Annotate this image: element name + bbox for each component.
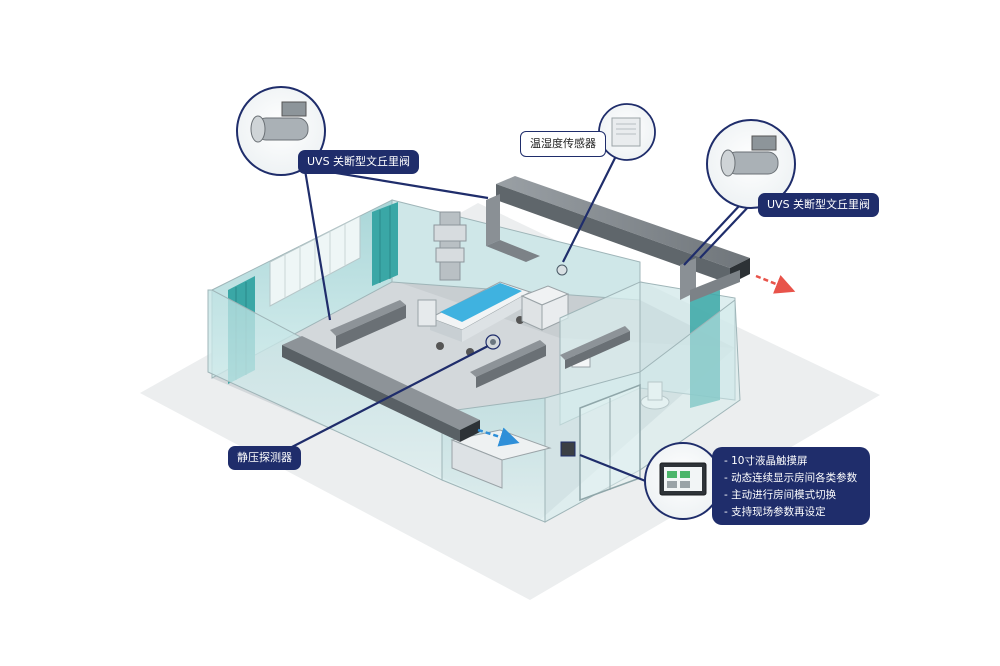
callout-lines <box>289 147 751 484</box>
valve-bubble-right <box>706 119 796 209</box>
touchscreen-bubble <box>644 442 722 520</box>
humidity-sensor-bubble <box>598 103 656 161</box>
feature-item: - 主动进行房间模式切换 <box>724 489 837 501</box>
feature-item: - 支持现场参数再设定 <box>724 506 826 518</box>
sensor-devices <box>485 264 576 457</box>
airflow-arrows <box>477 274 796 447</box>
bedside-cabinet <box>520 285 570 331</box>
valve-label-left: UVS 关断型文丘里阀 <box>298 150 420 174</box>
ducts <box>282 176 750 442</box>
valve-label-right: UVS 关断型文丘里阀 <box>758 193 880 217</box>
pressure-detector-label: 静压探测器 <box>228 446 301 470</box>
touchscreen-feature-list: - 10寸液晶触摸屏 - 动态连续显示房间各类参数 - 主动进行房间模式切换 -… <box>712 447 870 521</box>
feature-item: - 动态连续显示房间各类参数 <box>724 472 858 484</box>
hospital-bed <box>417 281 532 356</box>
equipment-column <box>433 211 467 281</box>
feature-item: - 10寸液晶触摸屏 <box>724 455 808 467</box>
touchscreen-feature-panel: - 10寸液晶触摸屏 - 动态连续显示房间各类参数 - 主动进行房间模式切换 -… <box>712 447 870 525</box>
humidity-sensor-label: 温湿度传感器 <box>520 131 606 157</box>
